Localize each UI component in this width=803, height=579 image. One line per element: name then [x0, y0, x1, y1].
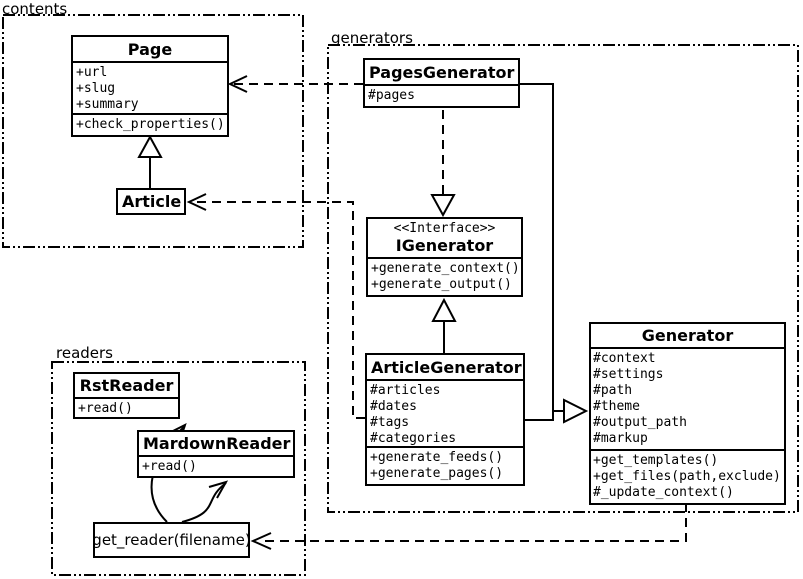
attribute-row: #theme [593, 399, 640, 414]
methods-compartment: +get_templates() +get_files(path,exclude… [591, 449, 784, 503]
method-row: +read() [78, 401, 133, 416]
attribute-row: #dates [370, 399, 417, 414]
attribute-row: #pages [368, 88, 415, 103]
method-row: +generate_pages() [370, 466, 504, 481]
class-article: Article [116, 188, 186, 215]
attributes-compartment: +url +slug +summary [73, 61, 227, 113]
realization-pagesgenerator-to-igenerator [430, 110, 456, 218]
package-label-readers: readers [56, 344, 113, 362]
package-label-generators: generators [331, 29, 413, 47]
class-mardown-reader: MardownReader +read() [137, 430, 295, 478]
class-generator: Generator #context #settings #path #them… [589, 322, 786, 505]
class-title: Generator [641, 326, 734, 345]
attributes-compartment: #pages [365, 84, 518, 106]
class-rst-reader: RstReader +read() [73, 372, 180, 419]
attribute-row: #path [593, 383, 633, 398]
attribute-row: #categories [370, 431, 457, 446]
attribute-row: #output_path [593, 415, 687, 430]
attribute-row: +url [76, 65, 108, 80]
class-title: ArticleGenerator [371, 358, 522, 377]
method-row: +generate_feeds() [370, 450, 504, 465]
class-title-text: IGenerator [395, 236, 494, 255]
get-reader-label: get_reader(filename) [92, 531, 251, 549]
class-title: <<Interface>> IGenerator [368, 219, 521, 257]
attribute-row: #tags [370, 415, 410, 430]
attribute-row: +summary [76, 97, 139, 112]
methods-compartment: +check_properties() [73, 113, 227, 135]
attribute-row: #markup [593, 431, 648, 446]
generalization-articlegenerator-to-igenerator [431, 297, 457, 353]
class-article-generator: ArticleGenerator #articles #dates #tags … [365, 353, 525, 486]
class-page: Page +url +slug +summary +check_properti… [71, 35, 229, 137]
method-row: #_update_context() [593, 485, 734, 500]
dependency-pagesgenerator-to-page [227, 75, 363, 93]
package-border-contents [2, 14, 304, 248]
attribute-row: #settings [593, 367, 664, 382]
stereotype-label: <<Interface>> [393, 221, 496, 236]
method-row: +generate_output() [371, 277, 512, 292]
class-title: RstReader [79, 376, 174, 395]
methods-compartment: +generate_context() +generate_output() [368, 257, 521, 295]
package-border-generators [327, 44, 799, 513]
attributes-compartment: #context #settings #path #theme #output_… [591, 347, 784, 449]
method-row: +get_files(path,exclude) [593, 469, 781, 484]
method-row: +read() [142, 459, 197, 474]
attribute-row: +slug [76, 81, 116, 96]
class-title: Page [127, 40, 173, 59]
methods-compartment: +read() [75, 397, 178, 417]
method-row: +get_templates() [593, 453, 719, 468]
generalization-article-to-page [137, 134, 163, 188]
method-row: +check_properties() [76, 117, 225, 132]
method-row: +generate_context() [371, 261, 520, 276]
package-border-readers [51, 361, 306, 576]
generalization-generators-to-generator [520, 83, 589, 424]
attribute-row: #context [593, 351, 656, 366]
methods-compartment: +read() [139, 455, 293, 476]
attributes-compartment: #articles #dates #tags #categories [367, 379, 523, 446]
dependency-generator-to-getreader [250, 503, 687, 550]
class-title: Article [122, 192, 182, 211]
class-title: PagesGenerator [369, 63, 515, 82]
class-title: MardownReader [143, 434, 291, 453]
class-pages-generator: PagesGenerator #pages [363, 58, 520, 108]
dependency-articlegenerator-to-article [186, 193, 365, 419]
methods-compartment: +generate_feeds() +generate_pages() [367, 446, 523, 484]
class-igenerator: <<Interface>> IGenerator +generate_conte… [366, 217, 523, 297]
package-label-contents: contents [2, 0, 68, 18]
box-get-reader: get_reader(filename) [92, 522, 251, 558]
attribute-row: #articles [370, 383, 441, 398]
arrow-getreader-to-mardownreader [181, 480, 229, 523]
